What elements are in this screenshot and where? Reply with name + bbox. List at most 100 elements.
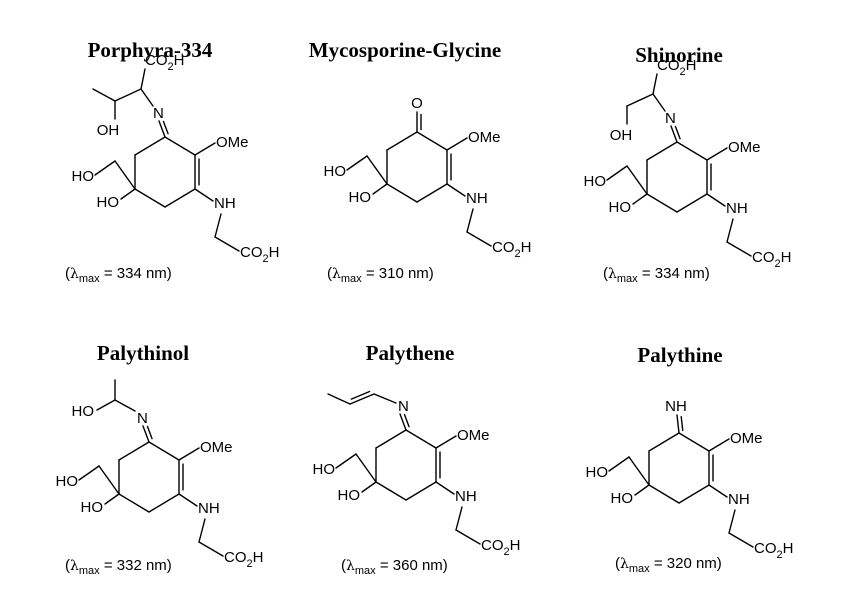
hydroxymethyl-label: HO — [56, 473, 79, 490]
side-chain-bond — [626, 93, 654, 107]
ring-bond — [118, 441, 150, 461]
ring-bond — [678, 484, 710, 504]
glycine-bond — [455, 506, 463, 531]
lambda-max-caption: (λmax = 310 nm) — [327, 265, 434, 285]
ring-bond — [375, 429, 407, 449]
hydroxymethyl-bond — [355, 453, 377, 483]
lambda-max-value: 334 — [655, 265, 680, 282]
hydroxymethyl-bond — [606, 165, 628, 181]
ring-bond — [648, 432, 680, 452]
lambda-max-value: 332 — [117, 557, 142, 574]
glycine-bond — [466, 231, 492, 247]
n-alpha-bond — [114, 399, 136, 412]
ring-bond — [134, 136, 166, 156]
propenyl-double-bond-inner — [350, 390, 371, 400]
amine-label: NH — [214, 195, 236, 212]
ring-bond — [416, 183, 448, 203]
imine-double-bond-inner — [674, 125, 681, 140]
ring-bond — [676, 193, 708, 213]
imine-double-bond — [676, 414, 680, 434]
alpha-carboxylic-acid-label: CO2H — [657, 57, 696, 78]
imine-double-bond — [399, 413, 407, 431]
ring-hydroxyl-label: HO — [81, 499, 104, 516]
hydroxymethyl-label: HO — [586, 464, 609, 481]
lambda-max-caption: (λmax = 320 nm) — [615, 555, 722, 575]
nh-bond — [194, 188, 214, 202]
ring-hydroxyl-label: HO — [97, 194, 120, 211]
methoxy-label: OMe — [457, 427, 490, 444]
carboxylic-acid-label: CO2H — [481, 537, 520, 558]
ring-bond — [676, 141, 708, 161]
hydroxymethyl-bond — [335, 453, 357, 469]
ho-bond — [372, 183, 388, 195]
alpha-carboxylic-acid-label: CO2H — [145, 52, 184, 73]
glycine-bond — [455, 529, 481, 545]
ho-bond — [361, 481, 377, 493]
ring-hydroxyl-label: HO — [349, 189, 372, 206]
ring-bond — [164, 188, 196, 208]
ring-bond — [134, 188, 166, 208]
glycine-bond — [726, 241, 752, 257]
methoxy-label: OMe — [468, 129, 501, 146]
hydroxymethyl-bond — [626, 165, 648, 195]
ome-bond — [708, 438, 730, 452]
hydroxymethyl-bond — [366, 155, 388, 185]
ring-bond — [118, 493, 150, 513]
methoxy-label: OMe — [730, 430, 763, 447]
imine-double-bond — [670, 125, 678, 143]
n-alpha-bond — [652, 93, 666, 112]
imine-nitrogen-label: N — [137, 410, 148, 427]
ring-bond — [646, 141, 678, 161]
imine-double-bond-inner — [680, 416, 684, 432]
amine-label: NH — [198, 500, 220, 517]
hydroxymethyl-bond — [628, 456, 650, 486]
compound-title: Shinorine — [635, 43, 723, 67]
ketone-oxygen-label: O — [411, 95, 423, 112]
lambda-max-value: 320 — [667, 555, 692, 572]
hydroxymethyl-bond — [346, 155, 368, 171]
compound-title: Palythene — [366, 341, 455, 365]
compound-title: Palythinol — [97, 341, 189, 365]
compound-title: Mycosporine-Glycine — [309, 38, 501, 62]
ho-bond — [634, 484, 650, 496]
methoxy-label: OMe — [200, 439, 233, 456]
hydroxymethyl-bond — [114, 160, 136, 190]
carboxylic-acid-label: CO2H — [224, 549, 263, 570]
nh-bond — [446, 183, 466, 197]
hydroxymethyl-bond — [98, 465, 120, 495]
amine-label: NH — [728, 491, 750, 508]
imine-nitrogen-label: N — [153, 105, 164, 122]
ring-bond — [375, 481, 407, 501]
hydroxymethyl-label: HO — [324, 163, 347, 180]
glycine-bond — [198, 518, 206, 543]
methoxy-label: OMe — [216, 134, 249, 151]
ring-bond — [405, 481, 437, 501]
side-oh-bond — [96, 399, 116, 411]
ho-bond — [104, 493, 120, 505]
glycine-bond — [466, 208, 474, 233]
carboxylic-acid-label: CO2H — [752, 249, 791, 270]
amine-label: NH — [466, 190, 488, 207]
imine-nh-label: NH — [665, 398, 687, 415]
amine-label: NH — [455, 488, 477, 505]
ring-hydroxyl-label: HO — [611, 490, 634, 507]
ome-bond — [194, 142, 216, 156]
nh-bond — [435, 481, 455, 495]
hydroxymethyl-bond — [78, 465, 100, 481]
compound-title: Palythine — [637, 343, 722, 367]
lambda-max-value: 310 — [379, 265, 404, 282]
carboxylic-acid-label: CO2H — [492, 239, 531, 260]
propenyl-double-bond — [349, 393, 375, 405]
n-alpha-bond — [140, 88, 154, 107]
lambda-max-value: 334 — [117, 265, 142, 282]
hydroxymethyl-label: HO — [584, 173, 607, 190]
ring-bond — [648, 484, 680, 504]
carboxylic-acid-label: CO2H — [754, 540, 793, 561]
ring-hydroxyl-label: HO — [338, 487, 361, 504]
propenyl-methyl-bond — [327, 393, 351, 405]
glycine-bond — [728, 509, 736, 534]
amine-label: NH — [726, 200, 748, 217]
ring-bond — [386, 131, 418, 151]
ome-bond — [706, 147, 728, 161]
